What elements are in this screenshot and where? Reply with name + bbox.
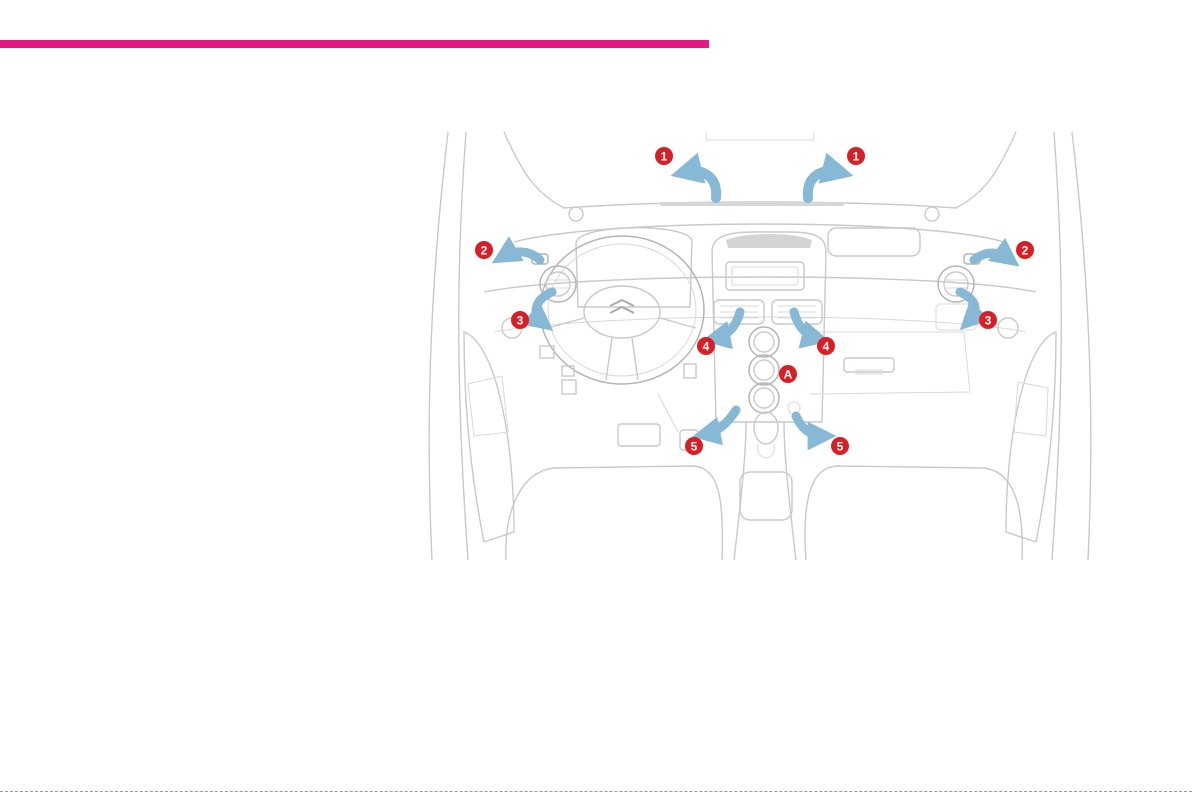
curved-arrow-icon (796, 416, 822, 436)
callout-windscreen-left: 1 (655, 147, 673, 165)
climate-control-knobs (749, 327, 779, 413)
callout-side-window-right: 2 (1016, 241, 1034, 259)
curved-arrow-icon (974, 253, 1008, 260)
airflow-arrows (504, 171, 1008, 436)
curved-arrow-icon (536, 292, 552, 322)
callout-side-vent-left: 3 (511, 311, 529, 329)
svg-text:2: 2 (481, 244, 488, 258)
curved-arrow-icon (716, 312, 740, 338)
svg-text:5: 5 (837, 440, 844, 454)
svg-text:A: A (784, 368, 793, 382)
curved-arrow-icon (960, 292, 975, 320)
page-bottom-rule (0, 791, 1192, 792)
callout-windscreen-right: 1 (847, 147, 865, 165)
svg-text:4: 4 (823, 340, 830, 354)
callout-side-window-left: 2 (475, 241, 493, 259)
curved-arrow-icon (808, 171, 838, 198)
svg-text:1: 1 (853, 150, 860, 164)
curved-arrow-icon (706, 410, 736, 434)
callout-side-vent-right: 3 (979, 311, 997, 329)
ventilation-diagram: 1 1 2 2 3 3 4 4 A 5 5 (424, 132, 1096, 560)
curved-arrow-icon (504, 252, 540, 260)
svg-text:3: 3 (517, 314, 524, 328)
svg-text:5: 5 (691, 440, 698, 454)
svg-text:1: 1 (661, 150, 668, 164)
svg-text:3: 3 (985, 314, 992, 328)
curved-arrow-icon (794, 312, 816, 338)
accent-bar (0, 40, 709, 48)
callout-footwell-left: 5 (685, 437, 703, 455)
callout-central-vent-left: 4 (697, 337, 715, 355)
curved-arrow-icon (686, 171, 716, 198)
callout-central-vent-right: 4 (817, 337, 835, 355)
car-interior-lineart (429, 132, 1091, 560)
svg-text:4: 4 (703, 340, 710, 354)
callout-footwell-right: 5 (831, 437, 849, 455)
callout-controls: A (779, 365, 797, 383)
svg-text:2: 2 (1022, 244, 1029, 258)
